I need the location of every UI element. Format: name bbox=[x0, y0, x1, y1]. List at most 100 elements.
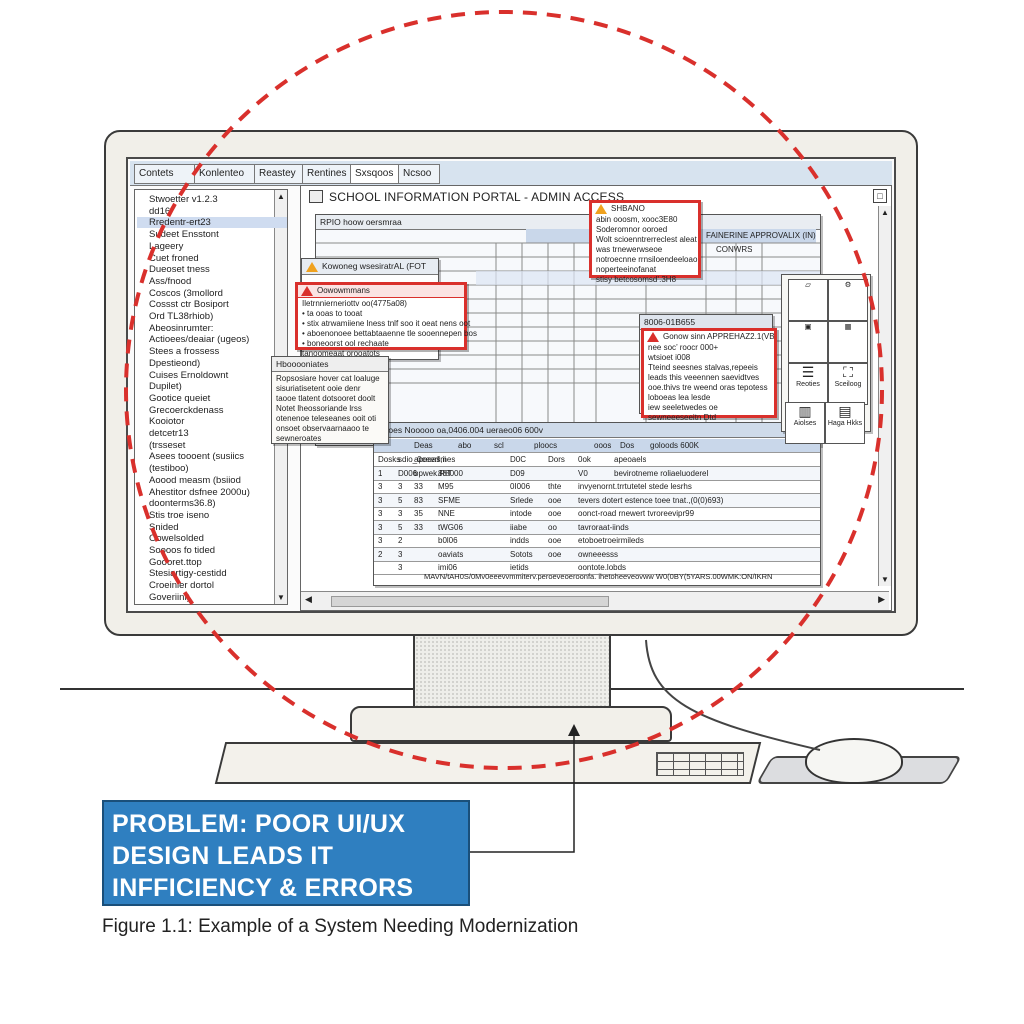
table-cell: 33 bbox=[414, 522, 423, 532]
text-line: wtsioet i008 bbox=[648, 353, 691, 362]
sidebar-item[interactable]: (trsseset bbox=[149, 439, 186, 451]
sidebar-item[interactable]: detcetr13 bbox=[149, 428, 189, 439]
scroll-thumb[interactable] bbox=[331, 596, 609, 607]
sidebar-item[interactable]: Cossst ctr Bosiport bbox=[149, 299, 229, 311]
scroll-left-icon[interactable]: ◀ bbox=[305, 594, 312, 604]
reports-icon-label: Reoties bbox=[796, 381, 820, 388]
analysis-icon-label: Aiolses bbox=[793, 420, 817, 427]
main-scroll-up-icon[interactable]: ▲ bbox=[881, 208, 889, 217]
table-cell: apeoas,ii bbox=[414, 455, 447, 464]
approval-sub: CONWRS bbox=[716, 245, 753, 254]
sidebar-item[interactable]: Lageery bbox=[149, 240, 184, 252]
sidebar-item[interactable]: Dueoset tness bbox=[149, 264, 210, 276]
problem-line-1: PROBLEM: POOR UI/UX bbox=[112, 810, 406, 838]
gear-icon[interactable]: ⚙ bbox=[828, 279, 868, 321]
sidebar-item[interactable]: Ass/fnood bbox=[149, 275, 192, 287]
sidebar-item[interactable]: Actioees/deaiar (ugeos) bbox=[149, 334, 250, 346]
sidebar-item[interactable]: Goveriinf) bbox=[149, 591, 191, 603]
table-cell: 5 bbox=[398, 495, 403, 505]
bottom-grid-header-cell[interactable]: ooos bbox=[594, 441, 612, 450]
sidebar-item[interactable]: Gootice queiet bbox=[149, 392, 211, 404]
sidebar-item[interactable]: Asees toooent (susiics bbox=[149, 451, 245, 463]
problem-line-3: INFFICIENCY & ERRORS bbox=[112, 874, 414, 902]
scheduling-icon-label: Sceiloog bbox=[834, 381, 862, 388]
text-line: Ropsosiare hover cat loaluge bbox=[276, 374, 380, 383]
sidebar-item[interactable]: Goooret.ttop bbox=[149, 556, 202, 568]
sidebar-item[interactable]: Rredentr-ert23 bbox=[137, 217, 287, 229]
table-cell: 3 bbox=[378, 536, 383, 545]
help-icon[interactable]: ▤Haga Hkks bbox=[825, 402, 865, 444]
sidebar-item[interactable]: Stis troe iseno bbox=[149, 509, 210, 521]
sidebar-item[interactable]: Oowelsolded bbox=[149, 533, 204, 545]
bottom-grid-header-cell[interactable]: goloods 600K bbox=[650, 441, 699, 450]
sidebar-item[interactable]: dd16 bbox=[149, 205, 171, 217]
problem-line-2: DESIGN LEADS IT bbox=[112, 842, 334, 870]
sidebar-item[interactable]: Dupilet) bbox=[149, 381, 182, 393]
main-scroll-down-icon[interactable]: ▼ bbox=[881, 575, 889, 584]
table-cell: Sotots bbox=[510, 549, 533, 559]
analysis-icon[interactable]: ▥Aiolses bbox=[785, 402, 825, 444]
bottom-grid-header-cell[interactable]: Dos bbox=[620, 441, 635, 450]
bottom-grid-header-cell[interactable]: ploocs bbox=[534, 441, 558, 450]
disk-icon[interactable]: ▣ bbox=[788, 321, 828, 363]
sidebar-item[interactable]: Cuet froned bbox=[149, 252, 199, 264]
table-cell: indds bbox=[510, 536, 530, 545]
tab-contets[interactable]: Contets bbox=[134, 164, 198, 184]
bottom-grid-header-cell[interactable]: Deas bbox=[414, 441, 433, 450]
sidebar-item[interactable]: Abeosinrumter: bbox=[149, 322, 214, 334]
table-cell: bevirotneme roliaeluoderel bbox=[614, 468, 709, 478]
tab-rentines[interactable]: Rentines bbox=[302, 164, 356, 184]
sidebar-item[interactable]: Coscos (3mollord bbox=[149, 287, 223, 299]
sidebar-item[interactable]: Stees a frossess bbox=[149, 346, 220, 358]
text-line: ooe.thivs tre weend oras tepotess bbox=[648, 383, 768, 392]
sidebar-item[interactable]: (testiboo) bbox=[149, 463, 189, 475]
table-cell: oonct-road rnewert tvroreevipr99 bbox=[578, 509, 695, 518]
scroll-down-icon[interactable]: ▼ bbox=[277, 593, 285, 602]
scroll-up-icon[interactable]: ▲ bbox=[277, 192, 285, 201]
bottom-grid-header-cell[interactable]: abo bbox=[458, 441, 472, 450]
sidebar-item[interactable]: Stwoetter v1.2.3 bbox=[149, 194, 218, 205]
reports-icon[interactable]: ☰Reoties bbox=[788, 363, 828, 405]
bottom-grid-header-cell[interactable]: scl bbox=[494, 441, 504, 450]
qr-code-icon[interactable]: ▦ bbox=[828, 321, 868, 363]
table-cell: 3 bbox=[378, 482, 383, 491]
maximize-icon[interactable]: □ bbox=[873, 189, 887, 203]
tab-ncsoo[interactable]: Ncsoo bbox=[398, 164, 440, 184]
note-title: Hbooooniates bbox=[272, 357, 388, 372]
scheduling-icon[interactable]: ⛶Sceiloog bbox=[828, 363, 868, 405]
table-cell: 0ok bbox=[578, 455, 591, 464]
sidebar-item[interactable]: Soooos fo tided bbox=[149, 545, 216, 556]
sidebar-item[interactable]: Croeinier dortol bbox=[149, 580, 214, 592]
sidebar-item[interactable]: Ahestitor dsfnee 2000u) bbox=[149, 486, 250, 498]
sidebar-item[interactable]: doonterms36.8) bbox=[149, 498, 216, 510]
sidebar-item[interactable]: Stesiartigy-cestidd bbox=[149, 568, 227, 580]
main-scrollbar[interactable]: ▲ ▼ bbox=[878, 206, 891, 586]
main-pane: SCHOOL INFORMATION PORTAL - ADMIN ACCESS… bbox=[271, 185, 892, 611]
sidebar-item[interactable]: Dpestieond) bbox=[149, 357, 201, 369]
sidebar-item[interactable]: Ord TL38rhiob) bbox=[149, 311, 214, 322]
sidebar-item[interactable]: Kooiotor bbox=[149, 416, 185, 428]
table-cell: V0 bbox=[578, 468, 588, 478]
sidebar-item[interactable]: Sudeet Ensstont bbox=[149, 229, 219, 241]
page-title: SCHOOL INFORMATION PORTAL - ADMIN ACCESS bbox=[329, 190, 625, 204]
alert-box-left: Oowowmmans Iletrnnierneriottv oo(4775a08… bbox=[295, 282, 477, 358]
table-cell: oo bbox=[548, 522, 557, 532]
sidebar-item[interactable]: Snided bbox=[149, 521, 179, 533]
screen: Contets Konlenteo Reastey Rentines Sxsqo… bbox=[126, 157, 896, 613]
bottom-grid-window: Sooes Nooooo oa,0406.004 ueraeo06 600v D… bbox=[373, 422, 821, 586]
folder-icon[interactable]: ▱ bbox=[788, 279, 828, 321]
text-line: iew seeletwedes oe bbox=[648, 403, 718, 412]
sidebar-item[interactable]: Grecoerckdenass bbox=[149, 404, 224, 416]
horizontal-scrollbar[interactable]: ◀ ▶ bbox=[301, 591, 889, 610]
sidebar-item[interactable]: Aoood measm (bsiiod bbox=[149, 474, 241, 486]
sidebar-item[interactable]: Cuises Ernoldownt bbox=[149, 369, 229, 381]
scroll-right-icon[interactable]: ▶ bbox=[878, 594, 885, 604]
tab-bar: Contets Konlenteo Reastey Rentines Sxsqo… bbox=[130, 161, 892, 186]
